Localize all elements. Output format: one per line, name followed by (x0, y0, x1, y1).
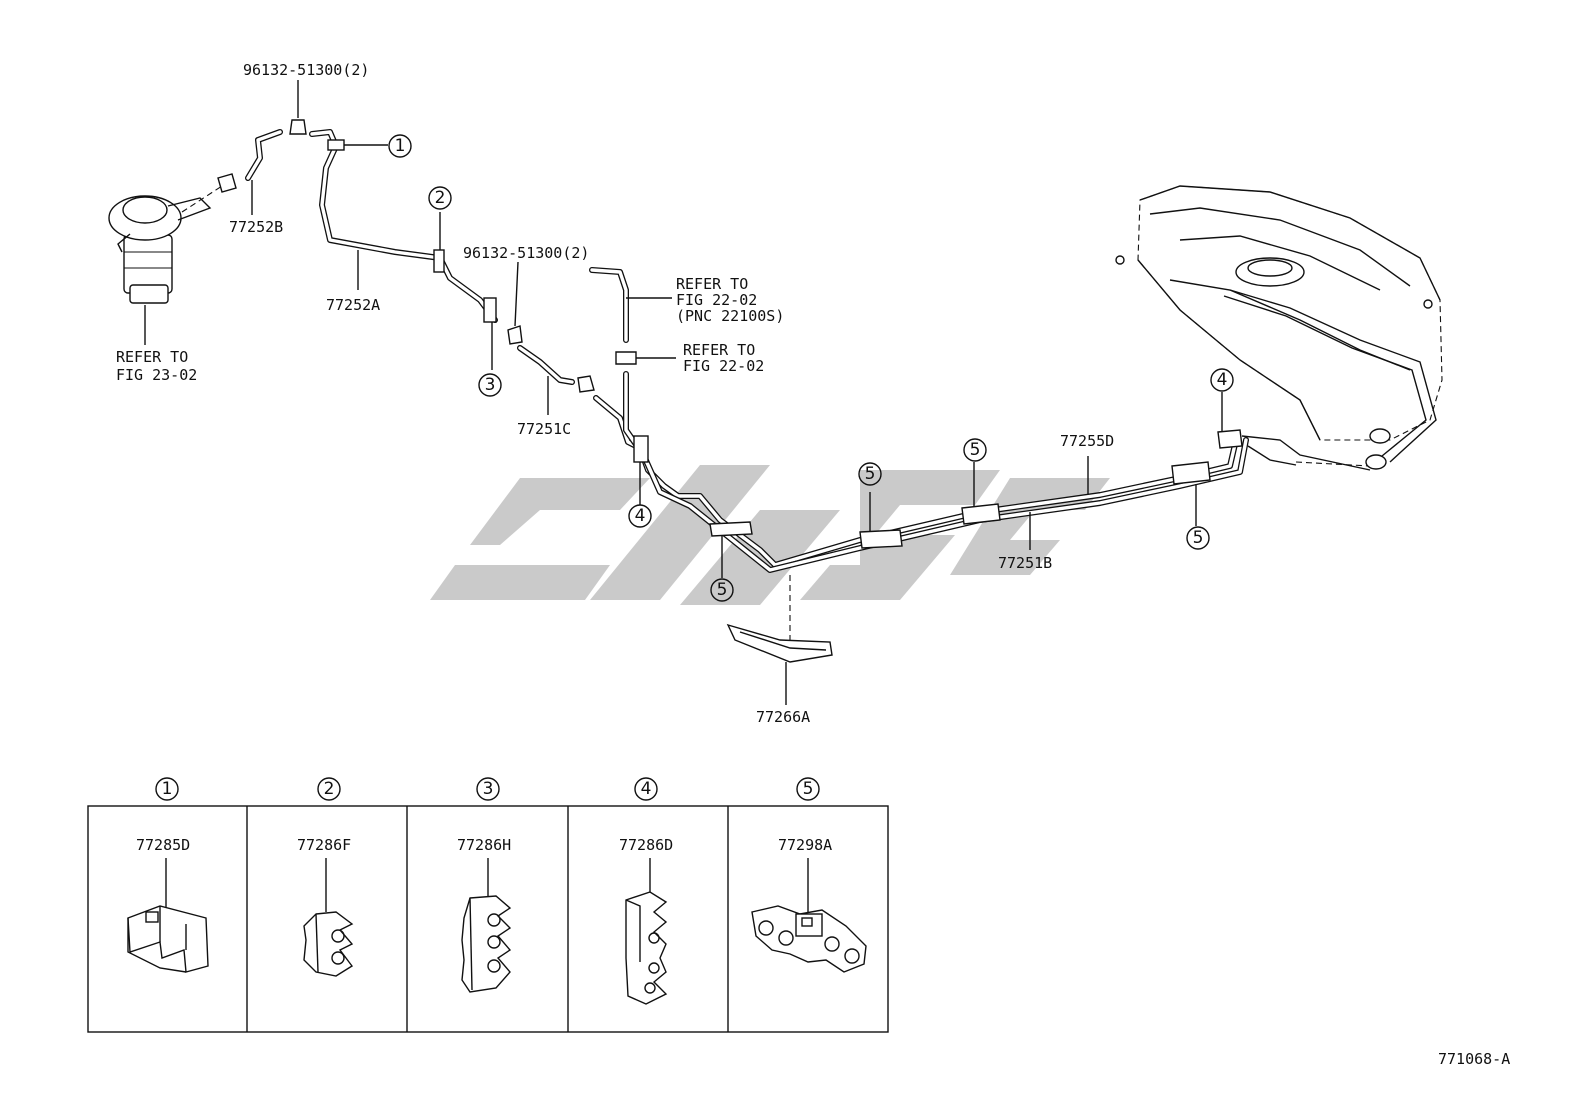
callout-5b: 5 (865, 464, 876, 484)
legend-part-1: 77285D (136, 836, 190, 854)
callout-2: 2 (435, 188, 446, 208)
legend-index-5: 5 (803, 779, 814, 799)
clamp-77286h-drawing (461, 858, 512, 993)
callout-5a: 5 (717, 580, 728, 600)
label-bolt-top: 96132-51300(2) (243, 61, 369, 79)
clamp-legend: 1 2 3 4 5 77285D 77286F 77286H 77286D 77… (87, 777, 889, 1033)
part-labels: 96132-51300(2) 77252B 77252A REFER TO FI… (116, 61, 1114, 726)
fuel-tank (1115, 185, 1443, 470)
callout-3: 3 (485, 375, 496, 395)
label-refer-22b-2: FIG 22-02 (683, 357, 764, 375)
callout-5c: 5 (970, 440, 981, 460)
label-77251b: 77251B (998, 554, 1052, 572)
clamp-77298a-drawing (751, 858, 867, 973)
label-bolt-mid: 96132-51300(2) (463, 244, 589, 262)
drawing-number: 771068-A (1438, 1050, 1510, 1068)
label-refer-23-1: REFER TO (116, 348, 188, 366)
label-refer-23-2: FIG 23-02 (116, 366, 197, 384)
legend-part-3: 77286H (457, 836, 511, 854)
label-refer-22b-1: REFER TO (683, 341, 755, 359)
label-refer-22a-2: FIG 22-02 (676, 291, 757, 309)
label-77255d: 77255D (1060, 432, 1114, 450)
legend-part-2: 77286F (297, 836, 351, 854)
callout-1: 1 (395, 136, 406, 156)
legend-index-4: 4 (641, 779, 652, 799)
clamp-77285d-drawing (127, 858, 209, 973)
legend-index-3: 3 (483, 779, 494, 799)
callout-5d: 5 (1193, 528, 1204, 548)
charcoal-canister (108, 173, 237, 345)
callouts: 1 2 3 4 5 5 5 5 4 (388, 134, 1234, 602)
hose-77252b (245, 129, 283, 215)
filler-hose (589, 267, 676, 365)
pipe-77252a (309, 129, 498, 370)
label-77266a: 77266A (756, 708, 810, 726)
label-77252b: 77252B (229, 218, 283, 236)
callout-4a: 4 (635, 506, 646, 526)
label-refer-22a-1: REFER TO (676, 275, 748, 293)
clamp-77286d-drawing (625, 858, 668, 1005)
legend-part-5: 77298A (778, 836, 832, 854)
hose-77251c (507, 261, 595, 415)
legend-part-4: 77286D (619, 836, 673, 854)
label-77252a: 77252A (326, 296, 380, 314)
label-77251c: 77251C (517, 420, 571, 438)
legend-index-1: 1 (162, 779, 173, 799)
protector-77266a (726, 575, 833, 705)
watermark-logo (430, 465, 1110, 605)
main-fuel-lines (593, 371, 1371, 578)
clamp-77286f-drawing (303, 858, 354, 977)
label-refer-22a-3: (PNC 22100S) (676, 307, 784, 325)
callout-4b: 4 (1217, 370, 1228, 390)
legend-index-2: 2 (324, 779, 335, 799)
bolt-top (289, 80, 307, 135)
